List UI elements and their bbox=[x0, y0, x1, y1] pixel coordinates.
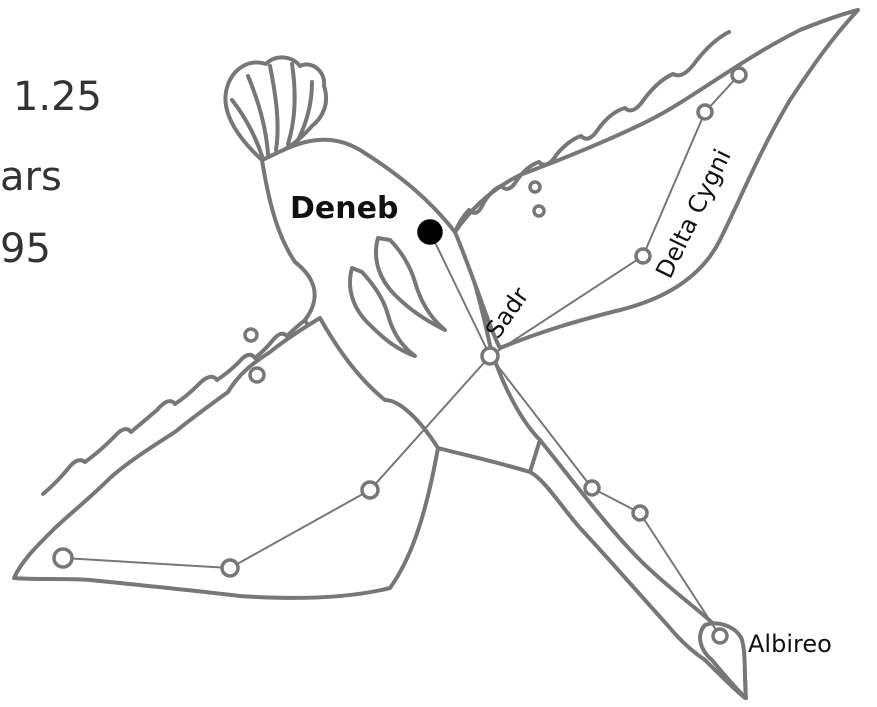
label-albireo: Albireo bbox=[748, 630, 832, 658]
star-faint-2 bbox=[534, 206, 544, 216]
star-neck-1 bbox=[585, 481, 599, 495]
star-wing-tip-2 bbox=[732, 68, 746, 82]
side-text-number: 95 bbox=[0, 226, 51, 272]
star-left-wing-2 bbox=[222, 560, 238, 576]
side-text-magnitude: 1.25 bbox=[13, 74, 102, 120]
star-sadr bbox=[482, 348, 498, 364]
star-deneb bbox=[419, 221, 441, 243]
star-neck-2 bbox=[633, 506, 647, 520]
star-faint-4 bbox=[250, 368, 264, 382]
star-left-wing-1 bbox=[362, 482, 378, 498]
star-faint-3 bbox=[245, 329, 257, 341]
star-delta-cygni bbox=[636, 249, 650, 263]
label-deneb: Deneb bbox=[290, 191, 398, 226]
star-left-wing-tip bbox=[54, 549, 72, 567]
side-text-stars: ars bbox=[0, 154, 62, 200]
star-wing-tip-1 bbox=[698, 105, 712, 119]
star-albireo bbox=[713, 629, 727, 643]
star-faint-1 bbox=[530, 182, 540, 192]
